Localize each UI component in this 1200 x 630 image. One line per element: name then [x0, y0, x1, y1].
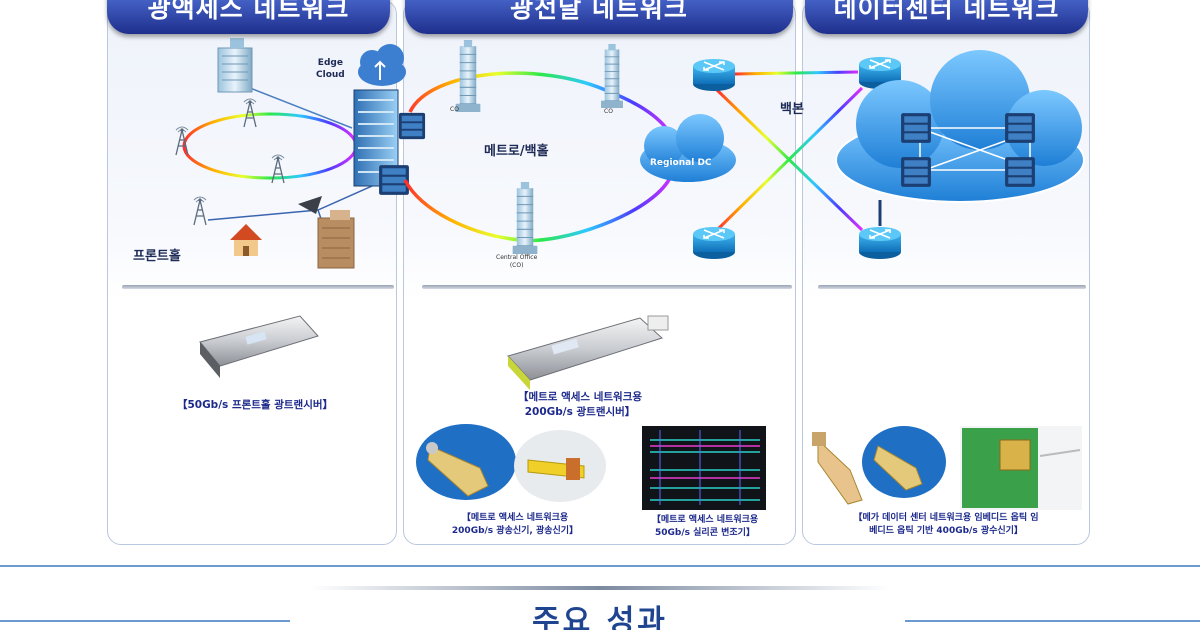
- transport-main-caption-line2: 200Gb/s 광트랜시버】: [524, 406, 636, 418]
- metro-backhaul-label: 메트로/백홀: [484, 144, 549, 159]
- cell-tower-icon: [193, 196, 207, 226]
- router-icon: [692, 226, 736, 260]
- transport-left-caption-line2: 200Gb/s 광송신기, 광송신기】: [451, 526, 579, 536]
- server-rack-icon: [901, 113, 931, 143]
- building-icon: [217, 38, 253, 93]
- central-office-label-line1: Central Office: [496, 254, 538, 261]
- server-rack-icon: [1005, 157, 1035, 187]
- central-office-label: Central Office (CO): [496, 254, 537, 270]
- access-transceiver-photo: [199, 315, 319, 378]
- transport-transceiver-photo: [507, 315, 669, 390]
- edge-cloud-label: Edge Cloud: [316, 57, 345, 81]
- dc-receiver-photo-3: [960, 426, 1082, 510]
- co-label-left: CO: [450, 106, 459, 113]
- footer-left-rule: [0, 620, 290, 622]
- transport-left-caption: 【메트로 액세스 네트워크용 200Gb/s 광송신기, 광송신기】: [420, 512, 610, 538]
- section-divider: [818, 285, 1086, 289]
- house-icon: [230, 224, 262, 256]
- regional-dc-label: Regional DC: [650, 158, 712, 168]
- antenna-dish-icon: [298, 196, 322, 214]
- section-divider: [422, 285, 792, 289]
- router-icon: [692, 58, 736, 92]
- footer-right-rule: [905, 620, 1200, 622]
- dc-receiver-photo-2: [862, 426, 946, 498]
- apartment-icon: [317, 210, 355, 269]
- dc-receiver-photo-1: [812, 432, 863, 505]
- transmitter-photo-left: [416, 424, 516, 500]
- cloud-icon: [358, 44, 406, 86]
- backbone-link: [715, 86, 864, 232]
- co-label-right: CO: [604, 108, 613, 115]
- co-building-icon: [600, 44, 624, 108]
- datacenter-caption: 【메가 데이터 센터 네트워크용 임베디드 옵틱 임 베디드 옵틱 기반 400…: [806, 512, 1086, 538]
- edge-cloud-label-line1: Edge: [317, 58, 343, 68]
- network-diagram: [175, 38, 1085, 510]
- footer-shadow-bar: [310, 586, 890, 590]
- server-rack-icon: [379, 165, 409, 195]
- access-diagram: [175, 38, 426, 269]
- datacenter-caption-line2: 베디드 옵틱 기반 400Gb/s 광수신기】: [869, 526, 1023, 536]
- transport-right-caption-line2: 50Gb/s 실리콘 변조기】: [655, 528, 755, 538]
- access-caption: 【50Gb/s 프론트홀 광트랜시버】: [176, 399, 334, 411]
- tab-transport-network: 광전달 네트워크: [405, 0, 793, 34]
- backbone-diagram: [692, 50, 1085, 260]
- edge-cloud-label-line2: Cloud: [316, 70, 345, 80]
- transport-left-caption-line1: 【메트로 액세스 네트워크용: [461, 513, 569, 523]
- backbone-link: [734, 70, 859, 76]
- regional-dc-cloud-icon: [640, 114, 736, 182]
- server-rack-icon: [1005, 113, 1035, 143]
- server-rack-icon: [901, 157, 931, 187]
- transport-main-caption: 【메트로 액세스 네트워크용 200Gb/s 광트랜시버】: [470, 390, 690, 420]
- tab-datacenter-network: 데이터센터 네트워크: [805, 0, 1088, 34]
- transport-main-caption-line1: 【메트로 액세스 네트워크용: [517, 391, 643, 403]
- section-divider: [122, 285, 394, 289]
- footer-title: 주요 성과: [532, 604, 668, 630]
- central-office-building-icon: [512, 182, 538, 254]
- footer-top-rule: [0, 565, 1200, 567]
- tab-access-network: 광액세스 네트워크: [107, 0, 390, 34]
- fronthaul-label: 프론트홀: [133, 249, 181, 264]
- server-rack-icon: [398, 112, 426, 140]
- silicon-modulator-photo: [642, 426, 766, 510]
- transport-right-caption-line1: 【메트로 액세스 네트워크용: [651, 515, 759, 525]
- transport-right-caption: 【메트로 액세스 네트워크용 50Gb/s 실리콘 변조기】: [620, 514, 790, 540]
- router-icon: [858, 226, 902, 260]
- backbone-label: 백본: [780, 102, 804, 117]
- link-line: [249, 87, 353, 129]
- datacenter-caption-line1: 【메가 데이터 센터 네트워크용 임베디드 옵틱 임: [853, 513, 1039, 523]
- transmitter-photo-right: [514, 430, 606, 502]
- transport-diagram: [403, 40, 736, 254]
- fronthaul-ring: [182, 112, 358, 180]
- central-office-label-line2: (CO): [509, 262, 524, 269]
